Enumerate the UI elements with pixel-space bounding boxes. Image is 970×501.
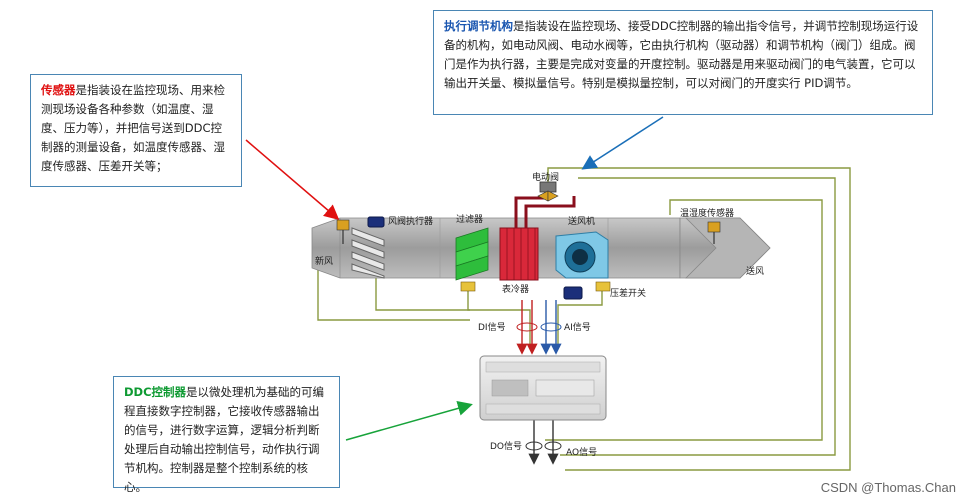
label-cooler: 表冷器 — [502, 283, 529, 295]
supply-fan — [555, 231, 609, 279]
label-filter: 过滤器 — [456, 213, 483, 225]
label-ai-signal: AI信号 — [564, 321, 591, 333]
sensor-keyword: 传感器 — [41, 83, 76, 97]
label-damper-actuator: 风阀执行器 — [388, 215, 433, 227]
pressure-tap — [595, 281, 611, 292]
temp-humidity-sensor — [707, 221, 721, 244]
label-ao-signal: AO信号 — [566, 446, 597, 458]
actuator-callout: 执行调节机构是指装设在监控现场、接受DDC控制器的输出指令信号，并调节控制现场运… — [433, 10, 933, 115]
actuator-keyword: 执行调节机构 — [444, 19, 513, 33]
damper-actuator — [367, 216, 385, 228]
cooling-coil — [499, 227, 539, 281]
actuator-description: 是指装设在监控现场、接受DDC控制器的输出指令信号，并调节控制现场运行设备的机构… — [444, 19, 919, 90]
di-bundle-ring — [516, 322, 538, 332]
electric-valve — [537, 181, 559, 202]
actuator-arrow — [581, 116, 664, 170]
ao-bundle-ring — [544, 441, 562, 451]
sensor-description: 是指装设在监控现场、用来检测现场设备各种参数（如温度、湿度、压力等），并把信号送… — [41, 83, 225, 173]
signal-wires — [516, 300, 562, 465]
damper-blades — [351, 227, 385, 279]
ddc-arrow — [345, 401, 473, 441]
do-bundle-ring — [525, 441, 543, 451]
ddc-keyword: DDC控制器 — [124, 385, 187, 399]
sensor-arrow — [245, 139, 340, 220]
label-fresh-air: 新风 — [315, 255, 333, 267]
control-wiring — [317, 167, 851, 471]
label-temp-humidity-sensor: 温湿度传感器 — [680, 207, 734, 219]
ddc-callout: DDC控制器是以微处理机为基础的可编程直接数字控制器，它接收传感器输出的信号，进… — [113, 376, 340, 494]
ddc-controller — [479, 355, 607, 421]
filter — [455, 227, 489, 281]
cooler-sensor — [460, 281, 476, 292]
sensor-callout: 传感器是指装设在监控现场、用来检测现场设备各种参数（如温度、湿度、压力等），并把… — [30, 74, 242, 187]
fresh-air-sensor — [336, 219, 350, 244]
label-di-signal: DI信号 — [478, 321, 506, 333]
label-supply-air: 送风 — [746, 265, 764, 277]
label-pressure-switch: 压差开关 — [610, 287, 646, 299]
watermark: CSDN @Thomas.Chan — [820, 480, 956, 495]
label-fan: 送风机 — [568, 215, 595, 227]
ddc-description: 是以微处理机为基础的可编程直接数字控制器，它接收传感器输出的信号，进行数字运算，… — [124, 385, 325, 494]
pressure-switch — [563, 286, 583, 300]
label-do-signal: DO信号 — [490, 440, 522, 452]
label-electric-valve: 电动阀 — [532, 171, 559, 183]
ai-bundle-ring — [540, 322, 562, 332]
